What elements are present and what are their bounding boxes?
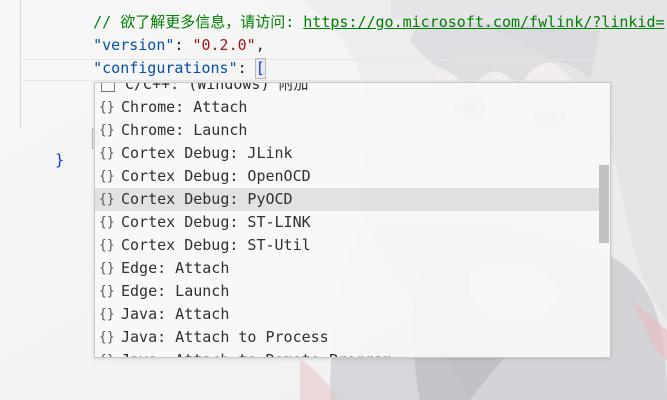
colon: : [174, 36, 193, 54]
braces-icon: {} [99, 146, 115, 161]
suggest-item-label: Chrome: Attach [121, 98, 248, 116]
suggest-item[interactable]: {} Cortex Debug: OpenOCD [95, 165, 600, 188]
braces-icon: {} [99, 100, 115, 115]
suggest-item-label: Cortex Debug: JLink [121, 144, 293, 162]
suggest-item[interactable]: {} Edge: Launch [95, 280, 600, 303]
suggest-item[interactable]: {} Chrome: Launch [95, 119, 600, 142]
suggest-item-label: Cortex Debug: PyOCD [121, 190, 293, 208]
suggest-item-label: Java: Attach to Remote Program [121, 349, 392, 357]
suggest-item-label: Cortex Debug: ST-LINK [121, 213, 311, 231]
suggest-item-label: Edge: Attach [121, 259, 230, 277]
suggest-list[interactable]: C/C++: (Windows) 附加 {} Chrome: Attach {} Chr… [95, 82, 600, 357]
suggest-scrollbar[interactable] [598, 83, 610, 357]
suggest-item[interactable]: C/C++: (Windows) 附加 [95, 82, 600, 96]
suggest-item[interactable]: {} Cortex Debug: ST-Util [95, 234, 600, 257]
braces-icon: {} [99, 215, 115, 230]
suggest-item[interactable]: {} Cortex Debug: ST-LINK [95, 211, 600, 234]
scrollbar-thumb[interactable] [599, 165, 609, 243]
braces-icon: {} [99, 169, 115, 184]
suggest-item[interactable]: {} Cortex Debug: JLink [95, 142, 600, 165]
colon: : [237, 59, 256, 77]
suggest-item-label: Edge: Launch [121, 282, 230, 300]
braces-icon: {} [99, 330, 115, 345]
suggest-item-label: Chrome: Launch [121, 121, 248, 139]
current-line-highlight [20, 59, 667, 81]
version-value: "0.2.0" [192, 36, 256, 54]
comment-link[interactable]: https://go.microsoft.com/fwlink/?linkid= [303, 13, 665, 31]
configurations-key: "configurations" [93, 59, 238, 77]
version-key: "version" [93, 36, 175, 54]
suggest-item-label: Cortex Debug: OpenOCD [121, 167, 311, 185]
braces-icon: {} [99, 261, 115, 276]
braces-icon: {} [99, 192, 115, 207]
square-icon [101, 83, 115, 92]
close-brace: } [55, 151, 65, 169]
code-line-configurations: "configurations": [ [57, 34, 266, 103]
code-line-version: "version": "0.2.0", [57, 11, 265, 80]
open-bracket: [ [254, 58, 266, 79]
comment-text: // 欲了解更多信息，请访问: [93, 13, 304, 31]
suggest-item-label: C/C++: (Windows) 附加 [125, 82, 309, 93]
suggest-item[interactable]: {} Cortex Debug: PyOCD [95, 188, 600, 211]
suggest-item-label: Java: Attach [121, 305, 230, 323]
suggest-item[interactable]: {} Chrome: Attach [95, 96, 600, 119]
code-line-comment: // 欲了解更多信息，请访问: https://go.microsoft.com… [57, 0, 665, 57]
braces-icon: {} [99, 284, 115, 299]
suggest-item[interactable]: {} Java: Attach [95, 303, 600, 326]
suggest-item[interactable]: {} Java: Attach to Remote Program [95, 349, 600, 357]
suggest-item-label: Java: Attach to Process [121, 328, 329, 346]
braces-icon: {} [99, 238, 115, 253]
code-line-close-brace: } [19, 126, 64, 195]
suggest-item[interactable]: {} Java: Attach to Process [95, 326, 600, 349]
braces-icon: {} [99, 349, 117, 357]
suggest-item[interactable]: {} Edge: Attach [95, 257, 600, 280]
suggest-widget[interactable]: C/C++: (Windows) 附加 {} Chrome: Attach {} Chr… [94, 82, 611, 358]
suggest-item-label: Cortex Debug: ST-Util [121, 236, 311, 254]
braces-icon: {} [99, 307, 115, 322]
braces-icon: {} [99, 123, 115, 138]
indent-guide [20, 0, 21, 128]
comma: , [255, 36, 265, 54]
